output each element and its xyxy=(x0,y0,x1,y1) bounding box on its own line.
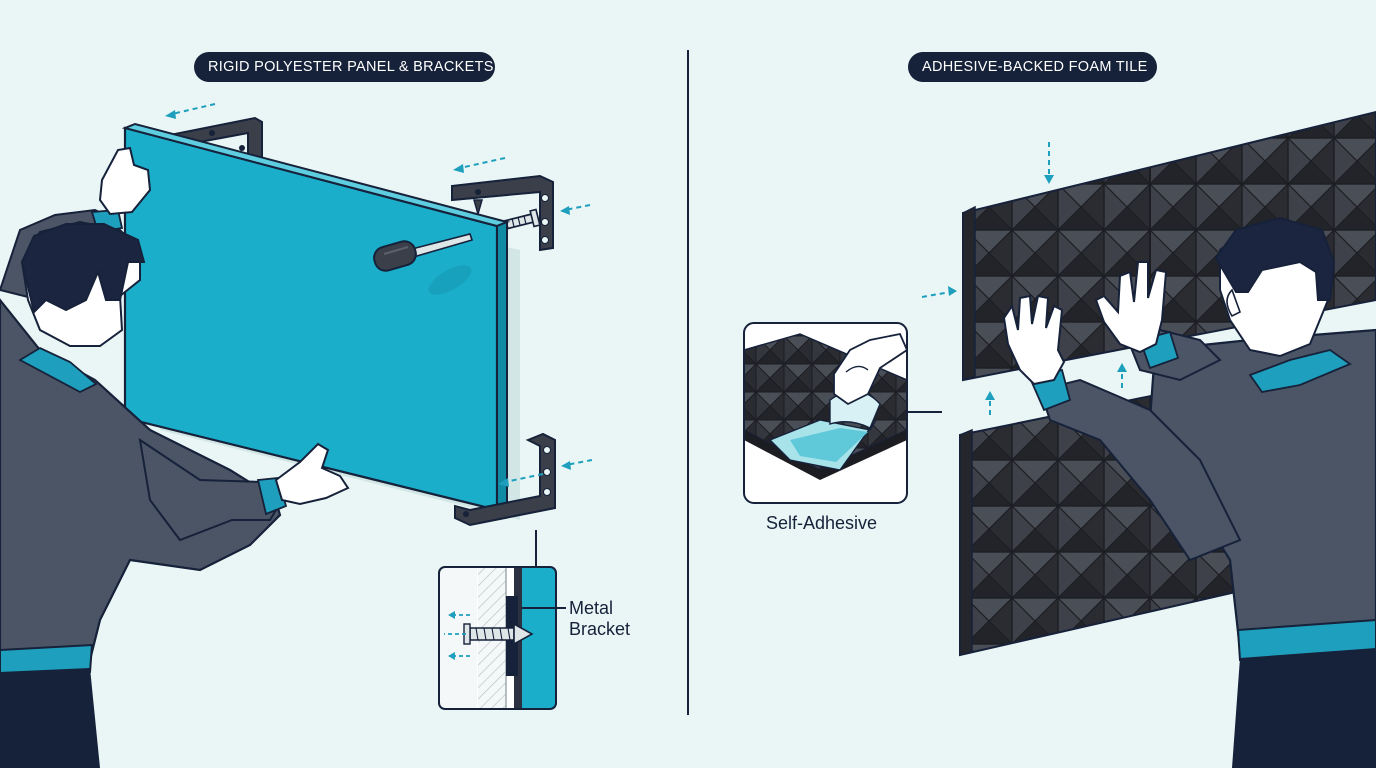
metal-bracket-label: Metal Bracket xyxy=(569,598,659,640)
person-holding-panel xyxy=(0,146,350,768)
adhesive-detail-inset xyxy=(743,322,908,504)
metal-bracket-right-lower xyxy=(454,432,556,527)
person-pressing-tile xyxy=(1002,216,1376,768)
left-panel-title: RIGID POLYESTER PANEL & BRACKETS xyxy=(194,52,495,82)
arrow-icon-right xyxy=(921,142,1123,415)
metal-bracket-right-upper xyxy=(451,174,554,252)
metal-bracket-label-line1: Metal xyxy=(569,598,614,618)
screwdriver-icon xyxy=(373,233,474,272)
bracket-detail-inset xyxy=(438,566,566,710)
metal-bracket-label-line2: Bracket xyxy=(569,619,631,639)
arrowheads xyxy=(165,110,571,487)
right-scene xyxy=(743,110,1376,768)
right-panel-title: ADHESIVE-BACKED FOAM TILE xyxy=(908,52,1157,82)
arrowheads-right xyxy=(948,175,1127,400)
rigid-panel xyxy=(121,122,511,512)
self-adhesive-label: Self-Adhesive xyxy=(766,513,878,533)
left-scene xyxy=(0,103,593,768)
